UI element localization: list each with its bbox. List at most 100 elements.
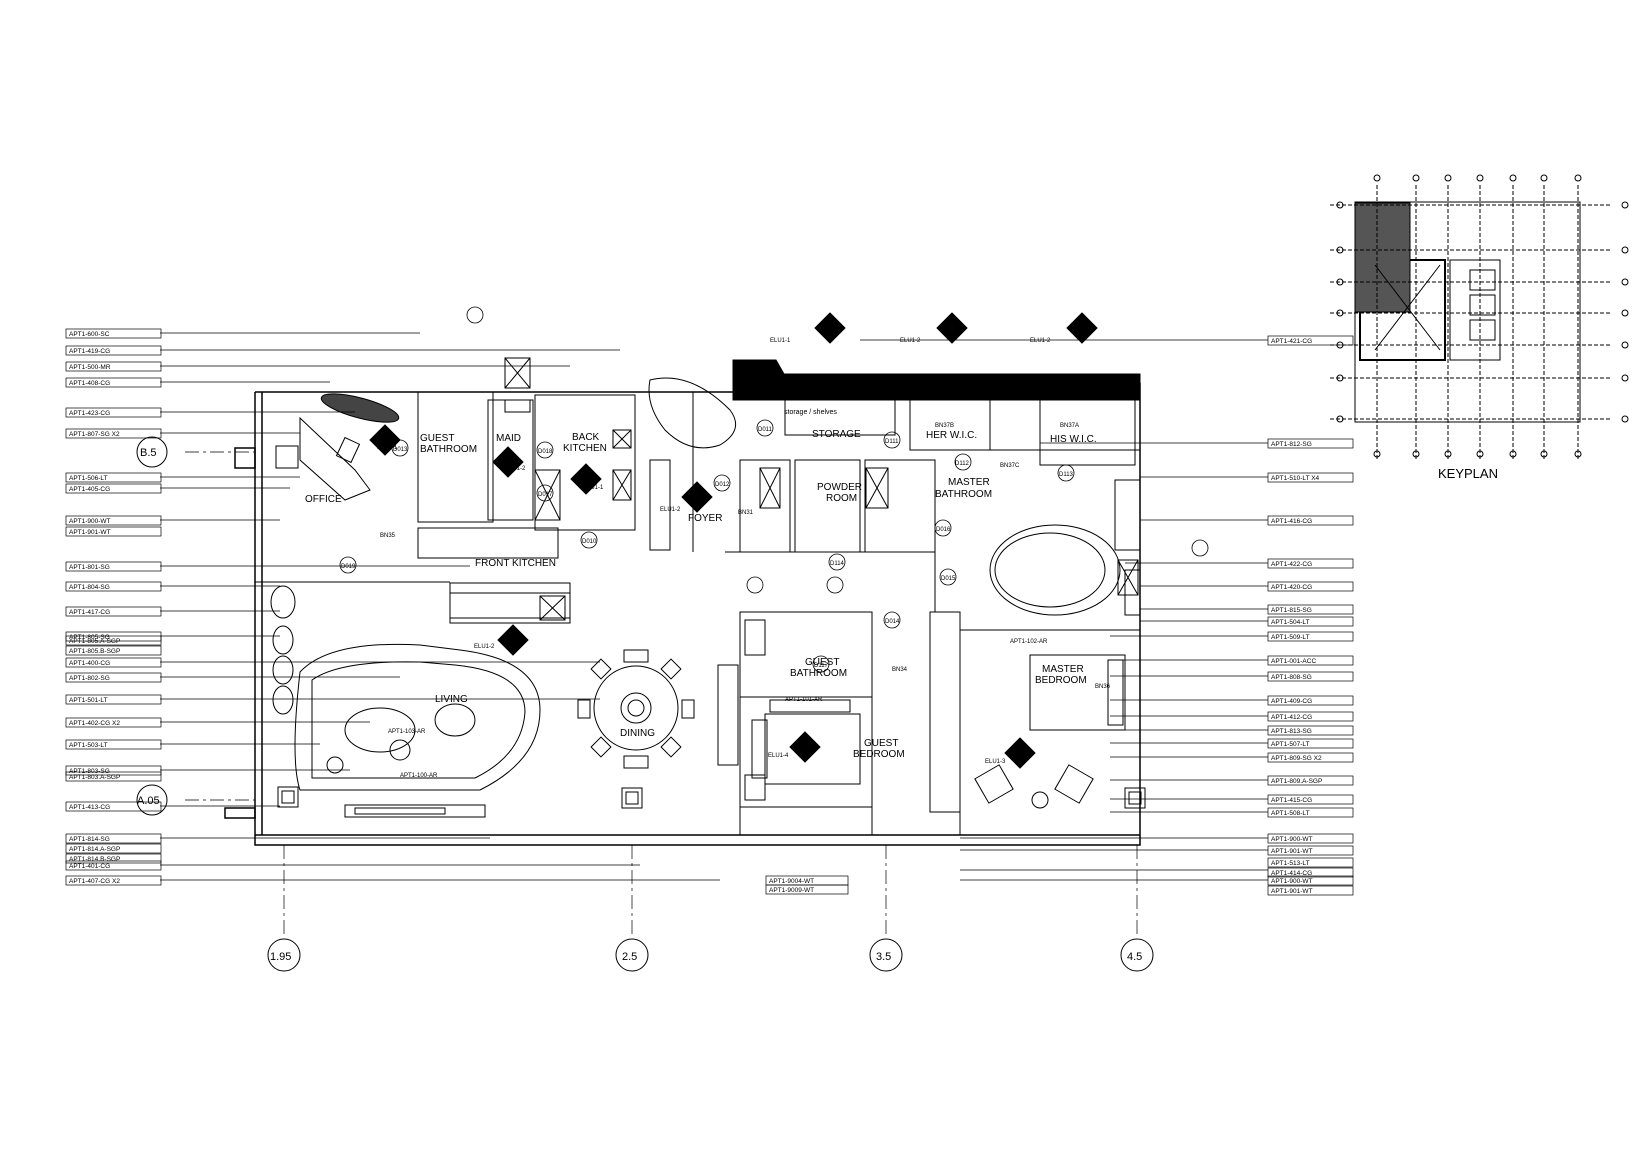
right-callout-tag: APT1-513-LT (1267, 857, 1354, 868)
svg-text:APT1-803.A-SGP: APT1-803.A-SGP (69, 774, 120, 781)
foyer-sculpture (648, 377, 737, 449)
room-label-her-wic: HER W.I.C. (926, 430, 977, 441)
svg-text:APT1-407-CG X2: APT1-407-CG X2 (69, 878, 120, 885)
door-tag-circles (339, 306, 1209, 673)
dining-table (577, 649, 695, 769)
svg-text:APT1-510-LT X4: APT1-510-LT X4 (1271, 475, 1320, 482)
left-callout-tag: APT1-417-CG (65, 606, 162, 617)
tag-bn37c: BN37C (1000, 463, 1020, 469)
left-callout-tag: APT1-408-CG (65, 377, 162, 388)
left-leader-lines (160, 332, 720, 881)
left-callouts: APT1-600-SCAPT1-419-CGAPT1-500-MRAPT1-40… (65, 328, 162, 886)
room-label-dining: DINING (620, 728, 655, 739)
svg-text:APT1-813-SG: APT1-813-SG (1271, 728, 1312, 735)
room-label-storage-shelves: storage / shelves (784, 409, 837, 416)
svg-text:APT1-400-CG: APT1-400-CG (69, 660, 110, 667)
bottom-callout-tag: APT1-9009-WT (765, 884, 849, 895)
left-callout-tag: APT1-805.A-SGP (65, 635, 162, 646)
room-label-guest-bedroom-1: GUEST (864, 738, 898, 749)
tag-bn34: BN34 (892, 667, 908, 673)
right-callout-tag: APT1-507-LT (1267, 738, 1354, 749)
left-callout-tag: APT1-802-SG (65, 672, 162, 683)
room-label-office: OFFICE (305, 494, 342, 505)
svg-text:APT1-805.A-SGP: APT1-805.A-SGP (69, 638, 120, 645)
right-callout-tag: APT1-900-WT (1267, 833, 1354, 844)
room-label-master-bathroom-1: MASTER (948, 477, 990, 488)
tag-d017: D017 (538, 492, 553, 498)
living-sofa (294, 643, 541, 818)
right-callout-tag: APT1-409-CG (1267, 695, 1354, 706)
tag-d016: D016 (936, 527, 951, 533)
room-label-guest-bathroom-2: BATHROOM (420, 444, 477, 455)
tag-d114: D114 (830, 561, 845, 567)
svg-text:APT1-501-LT: APT1-501-LT (69, 697, 108, 704)
grid-bubble-a05: A.05 (137, 795, 160, 807)
svg-text:APT1-422-CG: APT1-422-CG (1271, 561, 1312, 568)
room-label-guest2-bathroom-1: GUEST (805, 657, 839, 668)
right-callout-tag: APT1-510-LT X4 (1267, 472, 1354, 483)
svg-text:APT1-421-CG: APT1-421-CG (1271, 338, 1312, 345)
svg-text:APT1-417-CG: APT1-417-CG (69, 609, 110, 616)
room-label-master-bedroom-1: MASTER (1042, 664, 1084, 675)
kitchen-island (449, 592, 571, 624)
right-callout-tag: APT1-001-ACC (1267, 655, 1354, 666)
elevation-label: ELU1-2 (660, 507, 681, 513)
living-plants (270, 585, 296, 715)
tag-d117: D117 (814, 663, 829, 669)
left-callout-tag: APT1-419-CG (65, 345, 162, 356)
interior-walls (255, 391, 1141, 836)
left-callout-tag: APT1-801-SG (65, 561, 162, 572)
right-callout-tag: APT1-420-CG (1267, 581, 1354, 592)
svg-text:APT1-805.B-SGP: APT1-805.B-SGP (69, 648, 120, 655)
right-callout-tag: APT1-900-WT (1267, 875, 1354, 886)
left-callout-tag: APT1-600-SC (65, 328, 162, 339)
left-callout-tag: APT1-803-SG (65, 765, 162, 776)
tag-bn36: BN36 (1095, 684, 1111, 690)
left-callout-tag: APT1-814-SG (65, 833, 162, 844)
svg-text:APT1-812-SG: APT1-812-SG (1271, 441, 1312, 448)
right-callout-tag: APT1-509-LT (1267, 631, 1354, 642)
office-desk (275, 393, 400, 501)
svg-text:APT1-809-SG X2: APT1-809-SG X2 (1271, 755, 1322, 762)
svg-text:APT1-415-CG: APT1-415-CG (1271, 797, 1312, 804)
svg-text:APT1-513-LT: APT1-513-LT (1271, 860, 1310, 867)
bottom-callout-tag: APT1-9004-WT (765, 875, 849, 886)
room-label-guest-bedroom-2: BEDROOM (853, 749, 905, 760)
left-callout-tag: APT1-501-LT (65, 694, 162, 705)
right-callout-tag: APT1-808-SG (1267, 671, 1354, 682)
right-callout-tag: APT1-416-CG (1267, 515, 1354, 526)
left-callout-tag: APT1-405-CG (65, 483, 162, 494)
svg-text:APT1-9004-WT: APT1-9004-WT (769, 878, 814, 885)
keyplan (1330, 174, 1629, 460)
elevation-label: ELU1-3 (985, 759, 1006, 765)
tag-bn37b: BN37B (935, 423, 954, 429)
left-callout-tag: APT1-423-CG (65, 407, 162, 418)
grid-bubble-1-95: 1.95 (270, 951, 291, 963)
right-callout-tag: APT1-422-CG (1267, 558, 1354, 569)
room-label-his-wic: HIS W.I.C. (1050, 434, 1097, 445)
tag-d011: D011 (758, 427, 773, 433)
svg-text:APT1-901-WT: APT1-901-WT (1271, 848, 1313, 855)
left-callout-tag: APT1-814.B-SGP (65, 853, 162, 864)
tag-d019: D019 (341, 564, 356, 570)
svg-text:APT1-900-WT: APT1-900-WT (1271, 836, 1313, 843)
right-callout-tag: APT1-813-SG (1267, 725, 1354, 736)
right-callouts: APT1-421-CG APT1-812-SG APT1-510-LT X4 APT1… (1267, 335, 1354, 896)
left-callout-tag: APT1-401-CG (65, 860, 162, 871)
svg-text:APT1-504-LT: APT1-504-LT (1271, 619, 1310, 626)
room-label-master-bedroom-2: BEDROOM (1035, 675, 1087, 686)
elevation-label: ELU1-2 (505, 466, 526, 472)
svg-text:APT1-509-LT: APT1-509-LT (1271, 634, 1310, 641)
left-callout-tag: APT1-901-WT (65, 526, 162, 537)
elevation-label: ELU1-2 (474, 644, 495, 650)
left-callout-tag: APT1-402-CG X2 (65, 717, 162, 728)
right-leader-lines (860, 339, 1268, 881)
room-label-guest2-bathroom-2: BATHROOM (790, 668, 847, 679)
svg-text:APT1-416-CG: APT1-416-CG (1271, 518, 1312, 525)
right-callout-tag: APT1-421-CG (1267, 335, 1354, 346)
svg-text:APT1-803-SG: APT1-803-SG (69, 768, 110, 775)
svg-text:APT1-412-CG: APT1-412-CG (1271, 714, 1312, 721)
tag-d111: D111 (885, 439, 899, 445)
